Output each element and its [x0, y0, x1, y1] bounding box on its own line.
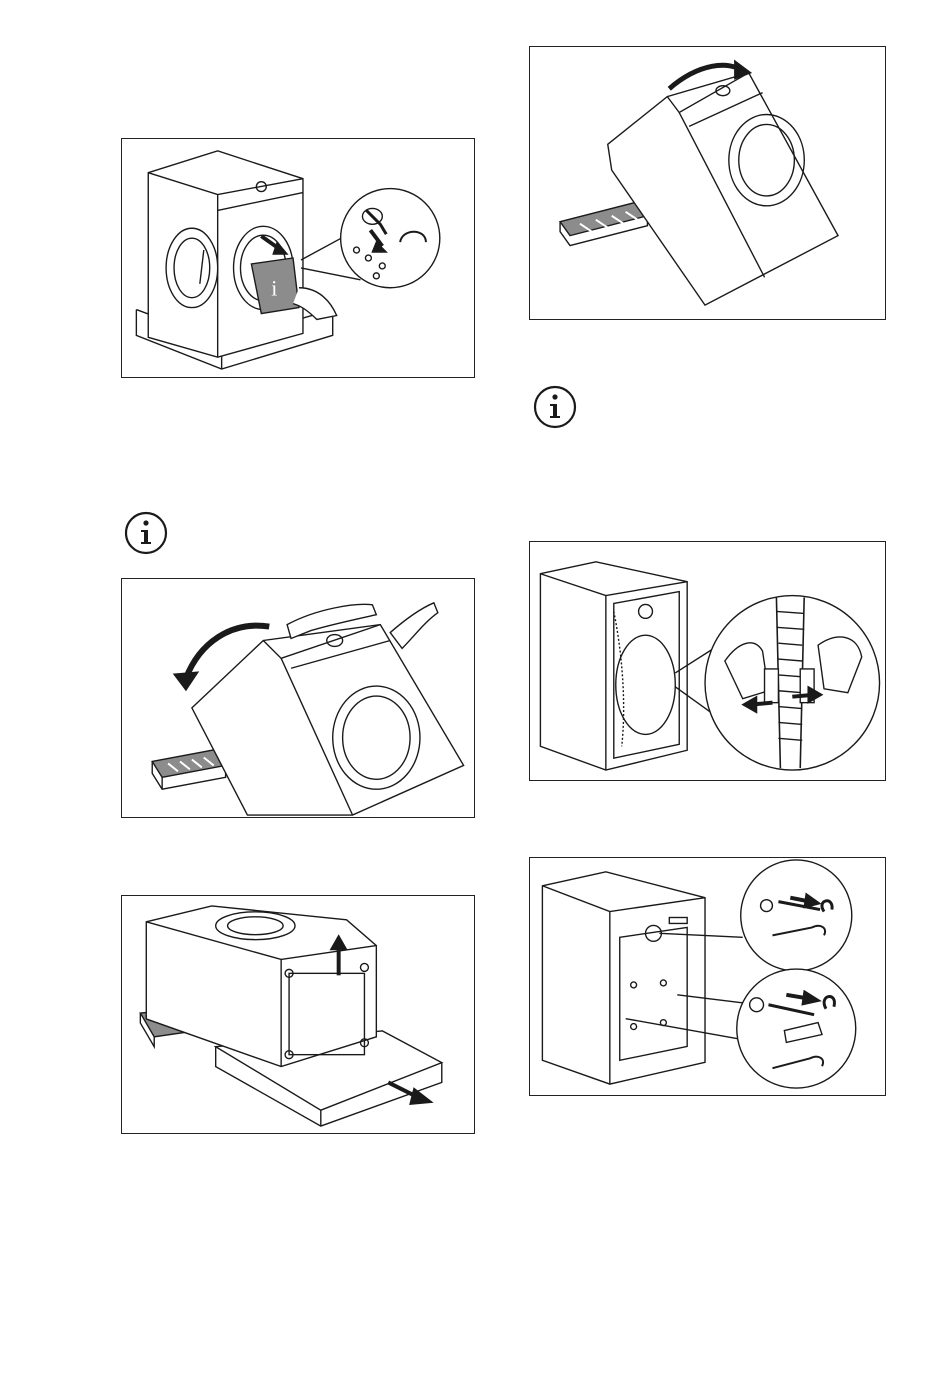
svg-text:i: i	[271, 277, 277, 301]
washing-machine-tilt-illustration	[530, 47, 885, 319]
info-icon	[533, 385, 577, 429]
washing-machine-tilt-illustration	[122, 579, 474, 817]
figure-unpack-accessories: i	[121, 138, 475, 378]
figure-remove-transit-bolts	[529, 857, 886, 1096]
washing-machine-base-illustration	[122, 896, 474, 1133]
figure-remove-base	[121, 895, 475, 1134]
figure-tilt-back	[121, 578, 475, 818]
washing-machine-open-door-illustration: i	[122, 139, 474, 377]
transit-bolt-illustration	[530, 858, 885, 1095]
info-icon	[124, 511, 168, 555]
hose-clip-illustration	[530, 542, 885, 780]
figure-remove-hose-clip	[529, 541, 886, 781]
figure-tilt-forward	[529, 46, 886, 320]
